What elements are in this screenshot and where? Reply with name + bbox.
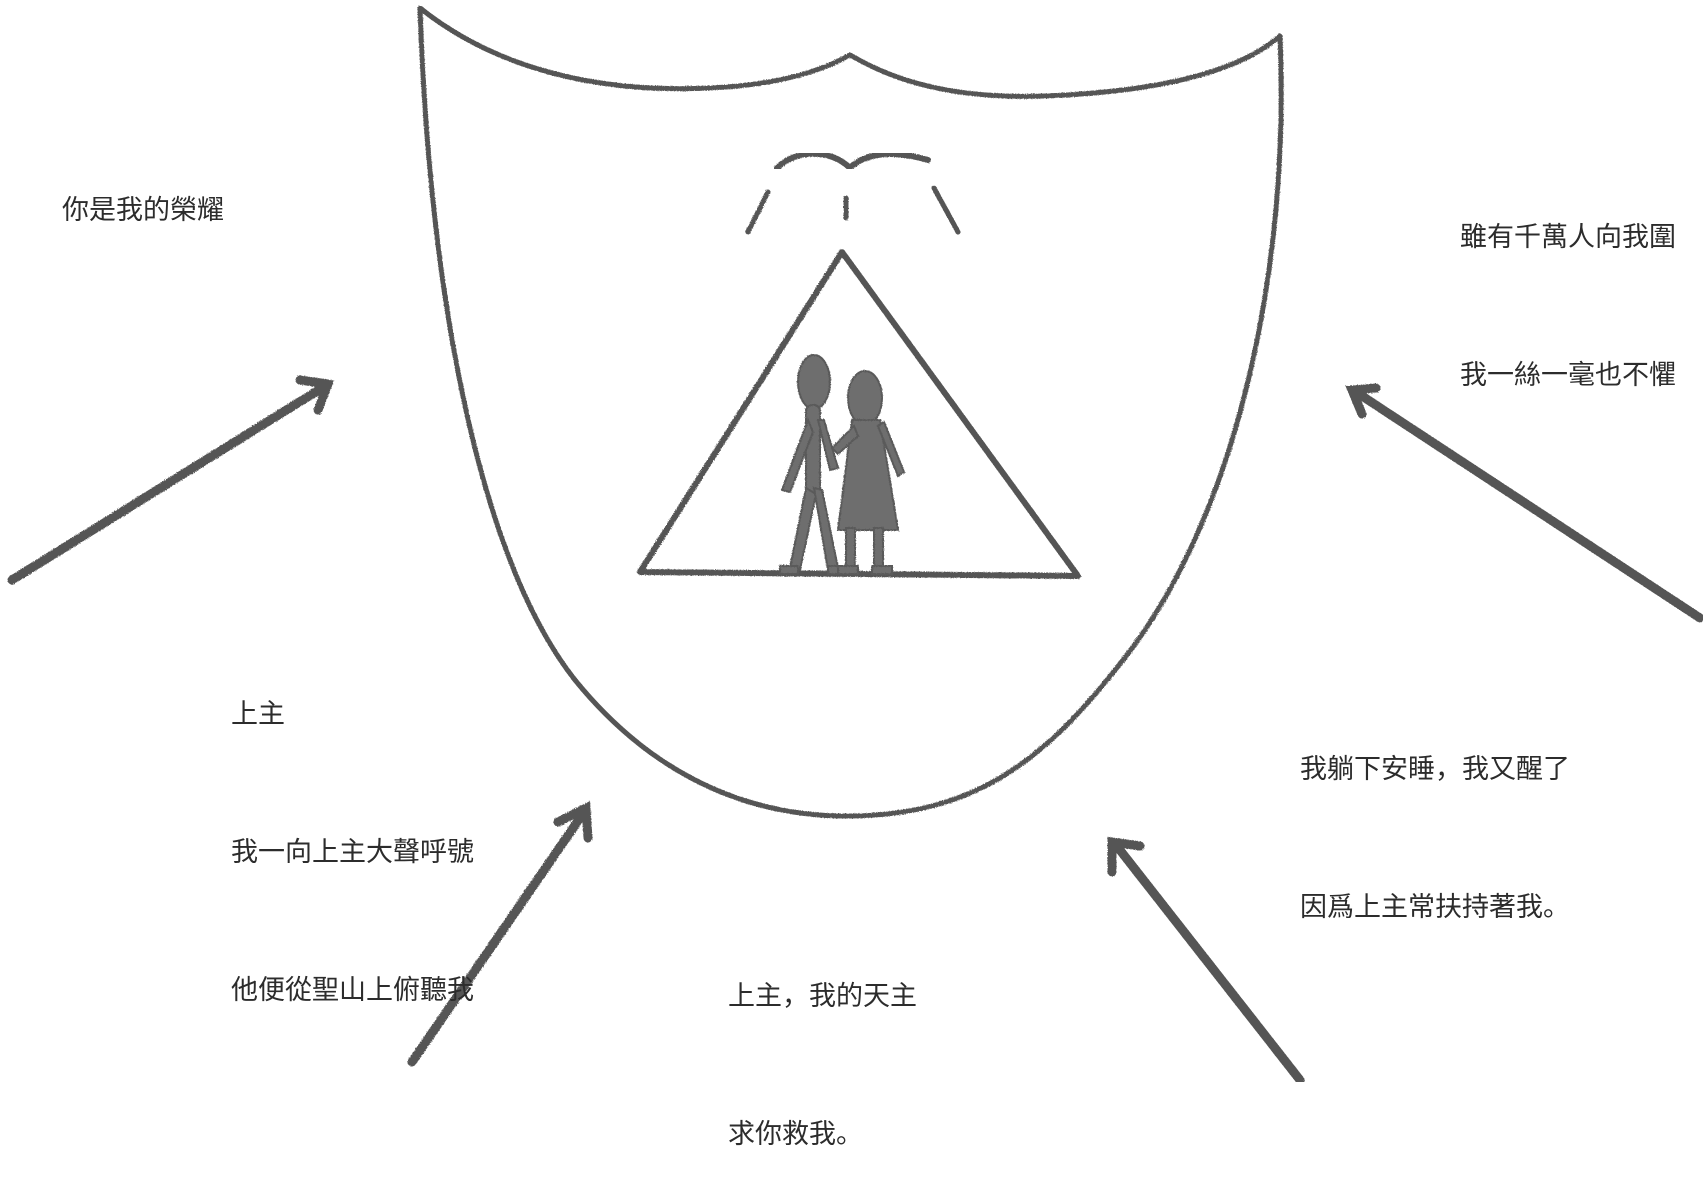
man-figure-icon [779,354,847,575]
text-sleep: 我躺下安睡，我又醒了 因爲上主常扶持著我。 [1300,655,1570,977]
text-line: 我一絲一毫也不懼 [1460,360,1676,391]
text-line: 因爲上主常扶持著我。 [1300,892,1570,923]
text-glory: 你是我的榮耀 [62,96,224,280]
text-save: 上主，我的天主 求你救我。 [728,882,917,1204]
arrow-lower-right [1107,836,1305,1082]
text-line: 我躺下安睡，我又醒了 [1300,754,1570,785]
text-line: 上主 [231,699,285,730]
open-book-icon [774,150,931,173]
shield-icon [417,5,1284,819]
text-cry: 上主 我一向上主大聲呼號 他便從聖山上俯聽我 [231,600,474,1060]
text-line: 他便從聖山上俯聽我 [231,975,474,1006]
text-line: 上主，我的天主 [728,981,917,1012]
text-line: 我一向上主大聲呼號 [231,837,474,868]
text-line: 雖有千萬人向我圍 [1460,222,1676,253]
text-line: 求你救我。 [728,1119,863,1150]
text-crowd: 雖有千萬人向我圍 我一絲一毫也不懼 [1460,123,1676,445]
shield-drawing [7,5,1703,1082]
arrow-lower-left [407,800,593,1067]
text-line: 你是我的榮耀 [62,195,224,226]
light-rays-icon [745,185,961,235]
arrow-upper-left [7,375,335,585]
woman-figure-icon [830,370,906,575]
arrow-upper-right [1345,383,1703,623]
